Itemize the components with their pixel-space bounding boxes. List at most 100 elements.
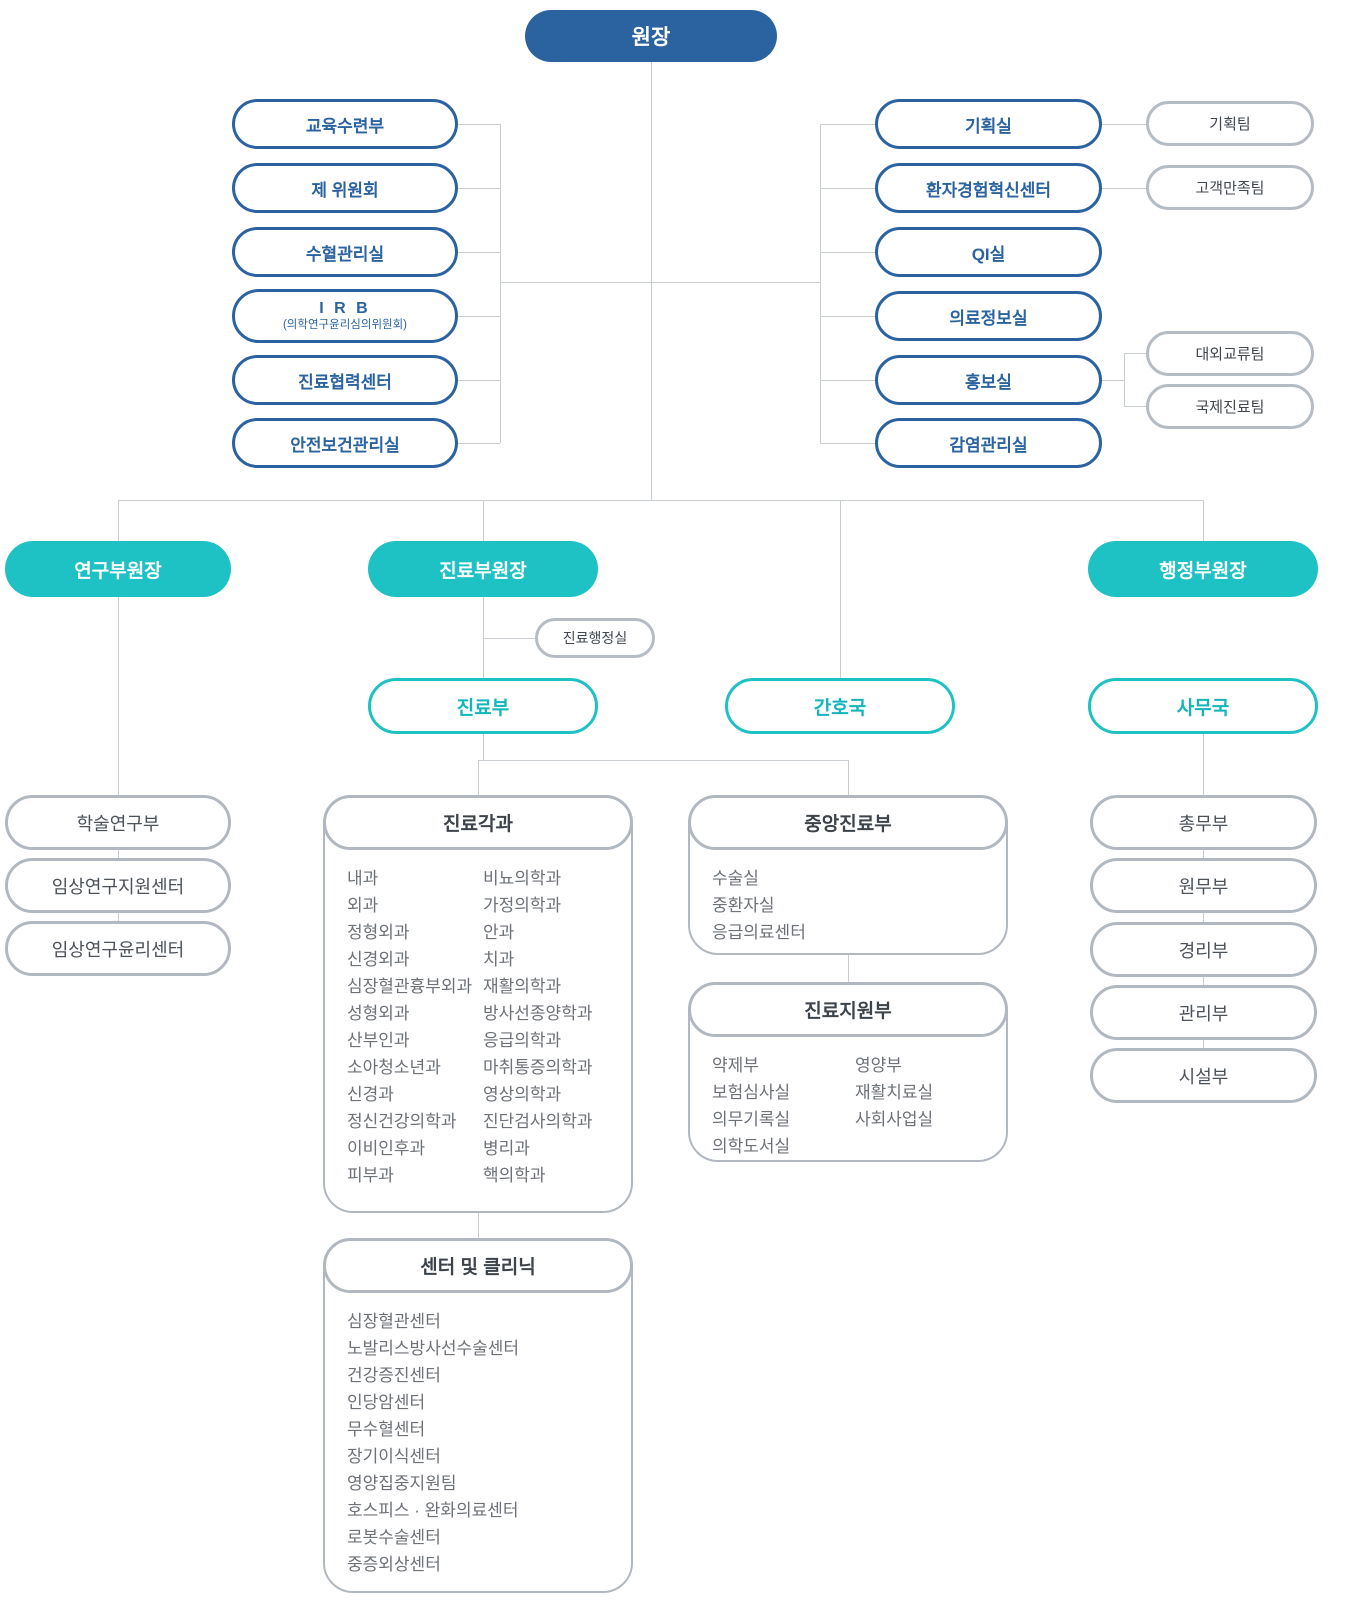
- connector-line: [483, 597, 484, 678]
- connector-line: [1124, 406, 1146, 407]
- node-care-cooperation-center: 진료협력센터: [232, 355, 458, 405]
- node-general-affairs-dept: 총무부: [1090, 795, 1317, 850]
- connector-line: [483, 734, 484, 760]
- node-safety-health-management: 안전보건관리실: [232, 418, 458, 468]
- list-item: 핵의학과: [483, 1166, 546, 1185]
- node-customer-satisfaction-team: 고객만족팀: [1146, 165, 1314, 210]
- list-item: 외과: [347, 896, 379, 915]
- node-infection-control-office: 감염관리실: [875, 418, 1102, 468]
- list-item: 신경외과: [347, 950, 410, 969]
- centers-clinics-list: 심장혈관센터 노발리스방사선수술센터 건강증진센터 인당암센터 무수혈센터 장기…: [347, 1308, 519, 1578]
- connector-line: [458, 124, 500, 125]
- node-director: 원장: [525, 10, 777, 62]
- box-header-centers-clinics: 센터 및 클리닉: [323, 1238, 633, 1293]
- node-external-exchange-team: 대외교류팀: [1146, 331, 1314, 376]
- list-item: 신경과: [347, 1085, 394, 1104]
- list-item: 응급의료센터: [712, 923, 806, 942]
- list-item: 진단검사의학과: [483, 1112, 593, 1131]
- node-planning-office: 기획실: [875, 99, 1102, 149]
- node-vice-director-admin: 행정부원장: [1088, 541, 1318, 597]
- connector-line: [118, 850, 119, 858]
- list-item: 장기이식센터: [347, 1447, 441, 1466]
- node-vice-director-research: 연구부원장: [5, 541, 231, 597]
- node-transfusion-management: 수혈관리실: [232, 227, 458, 277]
- box-care-support: 진료지원부 약제부 보험심사실 의무기록실 의학도서실 영양부 재활치료실 사회…: [688, 982, 1008, 1162]
- node-administration-bureau: 사무국: [1088, 678, 1318, 734]
- clinical-departments-col1: 내과 외과 정형외과 신경외과 심장혈관흉부외과 성형외과 산부인과 소아청소년…: [347, 865, 472, 1189]
- list-item: 수술실: [712, 869, 759, 888]
- connector-line: [483, 500, 484, 541]
- node-irb: I R B (의학연구윤리심의위원회): [232, 289, 458, 343]
- connector-line: [458, 188, 500, 189]
- connector-line: [478, 1213, 479, 1238]
- node-irb-sublabel: (의학연구윤리심의위원회): [282, 318, 408, 331]
- box-central-care: 중앙진료부 수술실 중환자실 응급의료센터: [688, 795, 1008, 955]
- list-item: 호스피스 · 완화의료센터: [347, 1501, 519, 1520]
- connector-line: [820, 316, 875, 317]
- list-item: 노발리스방사선수술센터: [347, 1339, 520, 1358]
- list-item: 의무기록실: [712, 1110, 791, 1129]
- list-item: 중증외상센터: [347, 1555, 441, 1574]
- central-care-list: 수술실 중환자실 응급의료센터: [712, 865, 806, 946]
- connector-line: [820, 124, 875, 125]
- connector-line: [1203, 850, 1204, 858]
- list-item: 중환자실: [712, 896, 775, 915]
- node-facilities-dept: 시설부: [1090, 1048, 1317, 1103]
- connector-line: [500, 282, 820, 283]
- connector-line: [1203, 1040, 1204, 1048]
- connector-line: [848, 760, 849, 795]
- connector-line: [500, 124, 501, 443]
- list-item: 심장혈관센터: [347, 1312, 441, 1331]
- connector-line: [651, 62, 652, 500]
- list-item: 건강증진센터: [347, 1366, 441, 1385]
- connector-line: [118, 500, 1204, 501]
- list-item: 약제부: [712, 1056, 759, 1075]
- list-item: 로봇수술센터: [347, 1528, 441, 1547]
- list-item: 병리과: [483, 1139, 530, 1158]
- list-item: 영상의학과: [483, 1085, 562, 1104]
- connector-line: [820, 252, 875, 253]
- connector-line: [458, 316, 500, 317]
- list-item: 무수혈센터: [347, 1420, 426, 1439]
- box-header-central-care: 중앙진료부: [688, 795, 1008, 850]
- connector-line: [1124, 353, 1146, 354]
- node-vice-director-medical: 진료부원장: [368, 541, 598, 597]
- connector-line: [820, 443, 875, 444]
- connector-line: [483, 638, 535, 639]
- connector-line: [478, 760, 849, 761]
- connector-line: [1203, 734, 1204, 795]
- box-header-care-support: 진료지원부: [688, 982, 1008, 1037]
- node-qi-office: QI실: [875, 227, 1102, 277]
- node-medical-information-office: 의료정보실: [875, 291, 1102, 341]
- list-item: 영양부: [855, 1056, 902, 1075]
- list-item: 비뇨의학과: [483, 869, 562, 888]
- connector-line: [840, 500, 841, 678]
- node-irb-label: I R B: [319, 300, 371, 318]
- list-item: 소아청소년과: [347, 1058, 441, 1077]
- node-planning-team: 기획팀: [1146, 101, 1314, 146]
- list-item: 정형외과: [347, 923, 410, 942]
- list-item: 인당암센터: [347, 1393, 426, 1412]
- connector-line: [848, 955, 849, 982]
- list-item: 내과: [347, 869, 379, 888]
- node-medical-department: 진료부: [368, 678, 598, 734]
- node-committees: 제 위원회: [232, 163, 458, 213]
- care-support-col2: 영양부 재활치료실 사회사업실: [855, 1052, 933, 1133]
- list-item: 안과: [483, 923, 515, 942]
- node-management-dept: 관리부: [1090, 985, 1317, 1040]
- node-clinical-research-support-center: 임상연구지원센터: [5, 858, 231, 913]
- connector-line: [118, 597, 119, 795]
- list-item: 이비인후과: [347, 1139, 426, 1158]
- node-accounting-dept: 경리부: [1090, 922, 1317, 977]
- list-item: 산부인과: [347, 1031, 410, 1050]
- connector-line: [820, 124, 821, 443]
- connector-line: [1102, 124, 1146, 125]
- node-medical-admin-office: 진료행정실: [535, 618, 655, 658]
- connector-line: [478, 760, 479, 795]
- connector-line: [1203, 977, 1204, 985]
- connector-line: [458, 252, 500, 253]
- connector-line: [458, 443, 500, 444]
- connector-line: [820, 188, 875, 189]
- care-support-col1: 약제부 보험심사실 의무기록실 의학도서실: [712, 1052, 790, 1160]
